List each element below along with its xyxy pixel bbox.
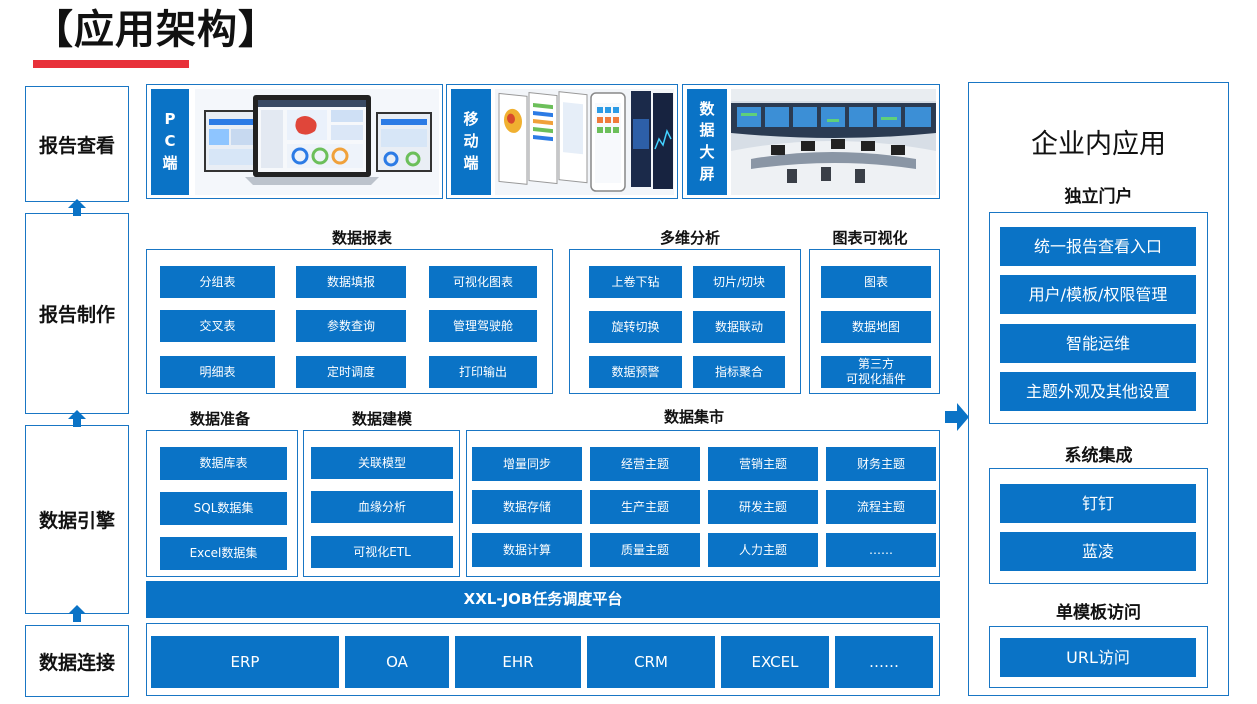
enterprise-title: 企业内应用	[1031, 129, 1166, 160]
page-title: 【应用架构】	[33, 7, 279, 53]
mart-item: 研发主题	[708, 490, 818, 524]
section-title-mart: 数据集市	[663, 408, 724, 426]
source-excel: EXCEL	[721, 636, 829, 688]
model-item-relation: 关联模型	[311, 447, 453, 479]
portal-item-entry: 统一报告查看入口	[1000, 227, 1196, 266]
multi-item-pivot: 旋转切换	[589, 311, 682, 343]
section-title-prep: 数据准备	[189, 410, 250, 428]
model-item-lineage: 血缘分析	[311, 491, 453, 523]
pc-label-char: 端	[162, 153, 178, 172]
mobile-panel: 移 动 端	[446, 84, 678, 199]
mart-item: 财务主题	[826, 447, 936, 481]
pc-label: P C 端	[151, 89, 189, 195]
layer-data-connect: 数据连接	[25, 625, 129, 697]
integration-title: 系统集成	[1064, 446, 1133, 466]
source-oa: OA	[345, 636, 449, 688]
screen-label-char: 据	[699, 121, 715, 140]
report-item-cockpit: 管理驾驶舱	[429, 310, 537, 342]
mobile-screenshot-image	[495, 89, 674, 195]
report-item-print: 打印输出	[429, 356, 537, 388]
mart-item: 生产主题	[590, 490, 700, 524]
pc-screenshot-image	[195, 89, 439, 195]
pc-label-char: P	[164, 110, 176, 129]
screen-label: 数 据 大 屏	[687, 89, 727, 195]
mart-item: 营销主题	[708, 447, 818, 481]
single-item-url: URL访问	[1000, 638, 1196, 677]
report-item-detail-table: 明细表	[160, 356, 275, 388]
mobile-label: 移 动 端	[451, 89, 491, 195]
source-more: ……	[835, 636, 933, 688]
prep-item-sql: SQL数据集	[160, 492, 287, 525]
pc-panel: P C 端	[146, 84, 443, 199]
multi-item-alert: 数据预警	[589, 356, 682, 388]
report-item-visual-chart: 可视化图表	[429, 266, 537, 298]
right-arrow-icon	[945, 403, 969, 435]
layer-report-view: 报告查看	[25, 86, 129, 202]
screen-label-char: 大	[699, 143, 715, 161]
source-erp: ERP	[151, 636, 339, 688]
up-arrow-icon	[68, 410, 86, 427]
vis-item-plugin: 第三方 可视化插件	[821, 356, 931, 388]
prep-item-db-table: 数据库表	[160, 447, 287, 480]
vis-item-map: 数据地图	[821, 311, 931, 343]
mart-item: 数据存储	[472, 490, 582, 524]
source-crm: CRM	[587, 636, 715, 688]
section-title-multi: 多维分析	[659, 229, 720, 247]
report-item-grouped-table: 分组表	[160, 266, 275, 298]
portal-item-permissions: 用户/模板/权限管理	[1000, 275, 1196, 314]
mart-item: ……	[826, 533, 936, 567]
screen-label-char: 屏	[699, 164, 715, 183]
layer-report-build: 报告制作	[25, 213, 129, 414]
mart-item: 质量主题	[590, 533, 700, 567]
integration-item-dingtalk: 钉钉	[1000, 484, 1196, 523]
multi-item-slice: 切片/切块	[693, 266, 785, 298]
model-item-etl: 可视化ETL	[311, 536, 453, 568]
scheduler-bar: XXL-JOB任务调度平台	[146, 581, 940, 618]
vis-item-chart: 图表	[821, 266, 931, 298]
mobile-label-char: 动	[463, 132, 479, 151]
prep-item-excel: Excel数据集	[160, 537, 287, 570]
report-item-crosstab: 交叉表	[160, 310, 275, 342]
up-arrow-icon	[68, 605, 86, 622]
mart-item: 增量同步	[472, 447, 582, 481]
up-arrow-icon	[68, 199, 86, 216]
layer-data-engine: 数据引擎	[25, 425, 129, 614]
screen-label-char: 数	[699, 99, 715, 118]
mart-item: 经营主题	[590, 447, 700, 481]
section-title-model: 数据建模	[351, 410, 412, 428]
pc-label-char: C	[164, 132, 176, 151]
multi-item-aggregate: 指标聚合	[693, 356, 785, 388]
report-item-scheduled: 定时调度	[296, 356, 406, 388]
control-room-image	[731, 89, 936, 195]
portal-item-ops: 智能运维	[1000, 324, 1196, 363]
mart-item: 人力主题	[708, 533, 818, 567]
title-underline	[33, 60, 189, 68]
section-title-vis: 图表可视化	[832, 229, 908, 247]
single-title: 单模板访问	[1056, 603, 1141, 623]
section-title-report-tables: 数据报表	[331, 229, 392, 247]
integration-item-landray: 蓝凌	[1000, 532, 1196, 571]
report-item-data-entry: 数据填报	[296, 266, 406, 298]
portal-item-theme: 主题外观及其他设置	[1000, 372, 1196, 411]
portal-title: 独立门户	[1064, 187, 1133, 207]
mobile-label-char: 移	[463, 110, 479, 129]
screen-panel: 数 据 大 屏	[682, 84, 940, 199]
multi-item-drill: 上卷下钻	[589, 266, 682, 298]
mart-item: 数据计算	[472, 533, 582, 567]
mart-item: 流程主题	[826, 490, 936, 524]
source-ehr: EHR	[455, 636, 581, 688]
mobile-label-char: 端	[463, 153, 479, 172]
multi-item-linkage: 数据联动	[693, 311, 785, 343]
report-item-param-query: 参数查询	[296, 310, 406, 342]
